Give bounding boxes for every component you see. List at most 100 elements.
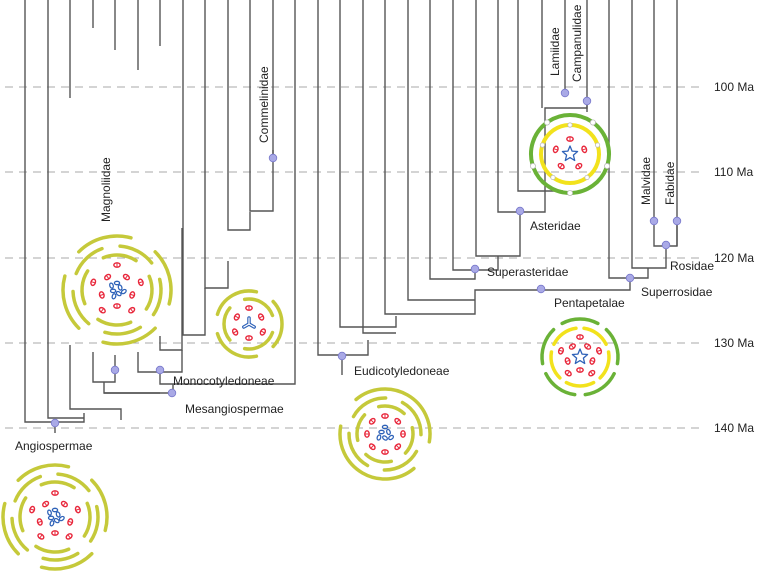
perianth-arc [144, 274, 154, 311]
stamen-icon [137, 278, 144, 287]
perianth-arc [151, 277, 163, 317]
perianth-arc [82, 501, 92, 538]
stamen-icon [259, 328, 267, 336]
perianth-arc [569, 123, 600, 147]
perianth-arc [271, 299, 284, 349]
node-eudicotyledoneae[interactable] [337, 351, 347, 361]
carpel-icon [53, 517, 60, 524]
branch-ceratophyllum [159, 0, 183, 351]
stamen-icon [74, 505, 81, 514]
perianth-arc [569, 165, 609, 195]
perianth-arc [18, 496, 28, 533]
stamen-icon [90, 278, 97, 287]
node-commelinidae[interactable] [268, 153, 278, 163]
carpel-icon [386, 428, 391, 436]
branch-monocot-1 [182, 0, 206, 336]
perianth-arc [604, 327, 620, 366]
label-eudicotyledoneae: Eudicotyledoneae [354, 364, 450, 378]
node-monocotyledoneae[interactable] [155, 365, 165, 375]
stamen-icon [557, 347, 564, 355]
perianth-arc [531, 165, 571, 195]
stamen-icon [394, 443, 402, 451]
fusion-dot [589, 119, 596, 126]
stamen-icon [233, 313, 241, 321]
perianth-arc [90, 478, 109, 533]
perianth-arc [41, 551, 80, 562]
node-mesangiospermae[interactable] [167, 388, 177, 398]
node-superrosidae[interactable] [625, 273, 635, 283]
stamen-icon [400, 430, 406, 438]
node-lamiidae[interactable] [560, 88, 570, 98]
tick-label-140: 140 Ma [714, 421, 754, 435]
perianth-arc [61, 274, 81, 330]
fusion-dot [544, 119, 551, 126]
carpel-icon [382, 435, 388, 441]
stamen-icon [128, 306, 136, 314]
syncarpous-ovary-icon [561, 145, 579, 162]
label-superrosidae: Superrosidae [641, 285, 713, 299]
perianth-arc [592, 121, 611, 167]
perianth-arc [364, 452, 394, 464]
label-magnoliidae: Magnoliidae [99, 157, 113, 222]
node-rosidae[interactable] [661, 240, 671, 250]
node-angiospermae[interactable] [50, 418, 60, 428]
node-fabidae[interactable] [672, 216, 682, 226]
node-superasteridae[interactable] [470, 264, 480, 274]
branch-eudicot-2 [339, 0, 397, 328]
branch-superrosidae-stem [541, 278, 631, 291]
node-malvidae[interactable] [649, 216, 659, 226]
branch-mesangio-stem [104, 0, 296, 394]
perianth-arc [544, 371, 577, 397]
branch-eudicot-3 [362, 0, 396, 334]
stamen-icon [65, 533, 73, 540]
perianth-arc [403, 425, 415, 455]
carpel-icon [376, 434, 382, 441]
perianth-arc [215, 331, 259, 359]
stamen-icon [368, 417, 376, 425]
node-campanulidae[interactable] [582, 96, 592, 106]
perianth-arc [546, 113, 594, 124]
label-asteridae: Asteridae [530, 219, 581, 233]
stamen-icon [394, 417, 402, 425]
stamen-icon [98, 306, 106, 314]
branch-monocot-2 [204, 0, 229, 289]
branch-nymphaeales [47, 0, 84, 419]
branch-cornales [475, 0, 521, 257]
stamen-icon [29, 505, 36, 514]
stamen-icon [576, 367, 584, 373]
stamen-icon [589, 357, 596, 365]
stamen-icon [122, 273, 130, 281]
stamen-icon [60, 500, 68, 508]
carpel-icon [109, 282, 114, 289]
carpel-icon [47, 515, 55, 521]
node-asteridae[interactable] [515, 206, 525, 216]
fusion-dot [550, 174, 556, 181]
tick-label-130: 130 Ma [714, 336, 754, 350]
label-fabidae: Fabidae [663, 161, 677, 205]
perianth-arc [80, 269, 90, 306]
label-lamiidae: Lamiidae [548, 27, 562, 76]
branch-caryophyllales [452, 0, 475, 271]
perianth-arc [71, 289, 91, 326]
stamen-icon [257, 313, 265, 321]
perianth-arc [96, 317, 133, 327]
node-magnoliidae[interactable] [110, 365, 120, 375]
carpel-icon [117, 284, 123, 291]
label-rosidae: Rosidae [670, 259, 714, 273]
carpel-icon [47, 509, 52, 516]
perianth-arc [382, 449, 419, 472]
stamen-icon [576, 334, 584, 340]
label-mesangiospermae: Mesangiospermae [185, 402, 284, 416]
node-pentapetalae[interactable] [536, 284, 546, 294]
perianth-arc [400, 400, 423, 437]
fusion-dot [594, 142, 601, 148]
perianth-arc [354, 387, 432, 444]
branch-lamiidae [541, 0, 566, 108]
stamen-icon [566, 136, 574, 142]
perianth-arc [103, 325, 143, 336]
branch-monocot-3 [227, 0, 251, 231]
stamen-icon [67, 518, 74, 526]
floral-diagram-eudicotyledoneae [338, 387, 432, 481]
branch-amborella [24, 0, 85, 423]
